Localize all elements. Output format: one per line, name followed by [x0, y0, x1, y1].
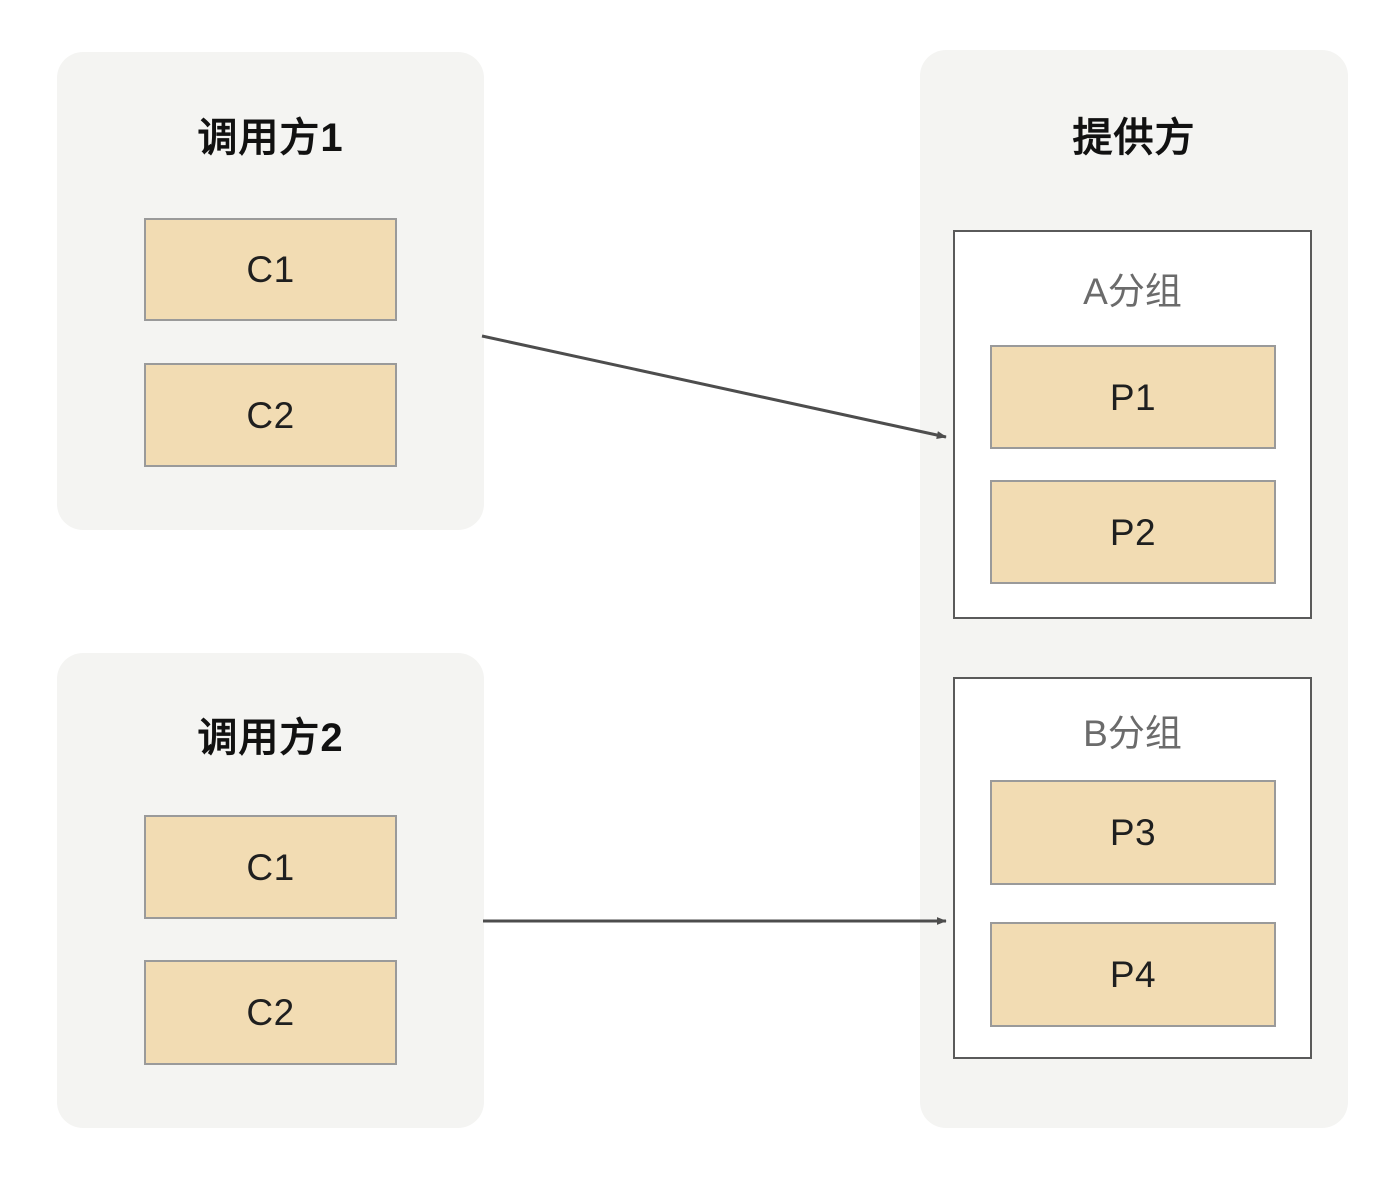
provider-node-p3-label: P3: [1109, 812, 1157, 853]
caller-2-node-c1[interactable]: C1: [144, 815, 397, 919]
provider-node-p3[interactable]: P3: [990, 780, 1276, 885]
connector-caller1-to-group-a: [481, 334, 947, 439]
provider-node-p4[interactable]: P4: [990, 922, 1276, 1027]
caller-panel-1-title: 调用方1: [197, 116, 344, 160]
provider-panel-title: 提供方: [1072, 116, 1196, 160]
caller-2-node-c2-label: C2: [246, 992, 295, 1033]
caller-1-node-c1[interactable]: C1: [144, 218, 397, 321]
caller-2-node-c1-label: C1: [246, 846, 295, 888]
caller-1-node-c2-label: C2: [246, 394, 295, 436]
provider-node-p4-label: P4: [1109, 954, 1157, 995]
caller-1-node-c2[interactable]: C2: [144, 363, 397, 467]
caller-panel-2-title: 调用方2: [197, 716, 344, 760]
provider-node-p1-label: P1: [1109, 376, 1157, 418]
caller-2-node-c2[interactable]: C2: [144, 960, 397, 1065]
provider-group-a-title: A分组: [1083, 271, 1182, 312]
caller-1-node-c1-label: C1: [246, 249, 295, 290]
provider-group-b-title: B分组: [1083, 713, 1182, 754]
provider-node-p1[interactable]: P1: [990, 345, 1276, 449]
provider-node-p2-label: P2: [1109, 511, 1157, 553]
provider-node-p2[interactable]: P2: [990, 480, 1276, 584]
